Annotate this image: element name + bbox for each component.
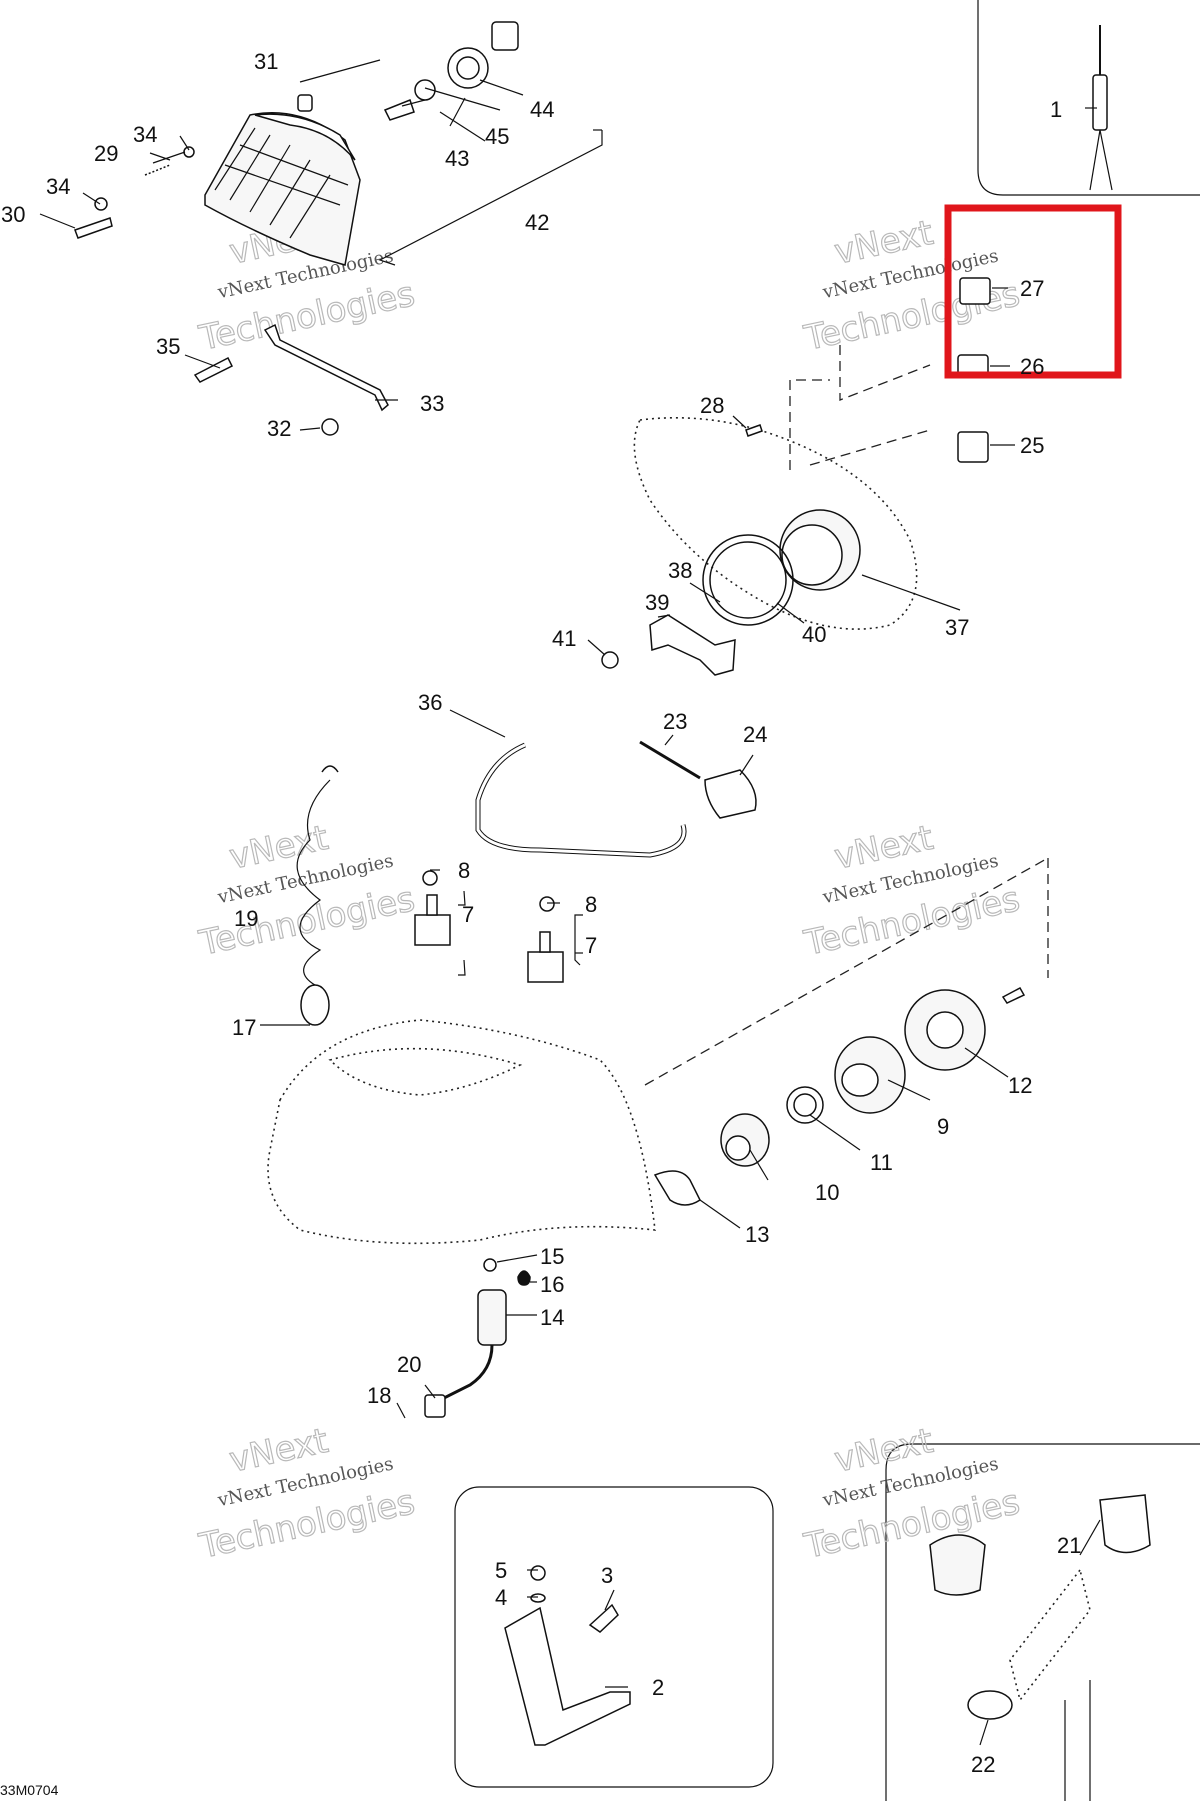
callout-3: 3 (601, 1563, 613, 1588)
callout-36: 36 (418, 690, 442, 715)
callout-40: 40 (802, 622, 826, 647)
toggle-switch-right (527, 896, 564, 983)
callout-33: 33 (420, 391, 444, 416)
callout-30: 30 (1, 202, 25, 227)
headlight-bracket (263, 323, 389, 412)
callout-28: 28 (700, 393, 724, 418)
callout-21: 21 (1057, 1533, 1081, 1558)
callout-32: 32 (267, 416, 291, 441)
callout-7-upper: 7 (462, 902, 474, 927)
callout-13: 13 (745, 1222, 769, 1247)
mount-bracket-39 (649, 614, 736, 676)
console-housing (267, 1019, 656, 1245)
callout-44: 44 (530, 97, 554, 122)
callout-22: 22 (971, 1752, 995, 1777)
callout-25: 25 (1020, 433, 1044, 458)
callout-26: 26 (1020, 354, 1044, 379)
callout-19: 19 (234, 906, 258, 931)
callout-43: 43 (445, 146, 469, 171)
bracket-inset-frame (454, 1486, 774, 1788)
coiled-tether (296, 779, 331, 986)
callout-35: 35 (156, 334, 180, 359)
callout-9: 9 (937, 1114, 949, 1139)
callout-29: 29 (94, 141, 118, 166)
watermark-mid-left: vNext vNext Technologies Technologies (195, 817, 419, 964)
callout-41: 41 (552, 626, 576, 651)
watermark-bottom-left: vNext vNext Technologies Technologies (195, 1420, 419, 1567)
callout-10: 10 (815, 1180, 839, 1205)
callout-45: 45 (485, 124, 509, 149)
callout-12: 12 (1008, 1073, 1032, 1098)
toggle-switch-left (414, 870, 451, 946)
highlight-box (944, 204, 1122, 379)
leader-lines (39, 59, 1101, 1746)
callout-34-upper: 34 (133, 122, 157, 147)
speedometer-cable (475, 742, 687, 858)
callout-23: 23 (663, 709, 687, 734)
callout-14: 14 (540, 1305, 564, 1330)
callout-8-upper: 8 (458, 858, 470, 883)
callout-39: 39 (645, 590, 669, 615)
callout-7-lower: 7 (585, 933, 597, 958)
mounting-bracket-2 (504, 1606, 631, 1746)
callout-38: 38 (668, 558, 692, 583)
headlight-assembly (204, 21, 519, 266)
callout-37: 37 (945, 615, 969, 640)
drawing-code: 33M0704 (0, 1782, 59, 1798)
ignition-switch-stack (653, 989, 986, 1206)
callout-31: 31 (254, 49, 278, 74)
callout-4: 4 (495, 1585, 507, 1610)
callout-16: 16 (540, 1272, 564, 1297)
callout-17: 17 (232, 1015, 256, 1040)
gauge-body (929, 1534, 986, 1596)
callout-5: 5 (495, 1558, 507, 1583)
gauge-housing (633, 416, 918, 630)
callout-18: 18 (367, 1383, 391, 1408)
callout-1: 1 (1050, 97, 1062, 122)
callout-8-lower: 8 (585, 892, 597, 917)
gauge-inset-frame (885, 1443, 1200, 1801)
callout-2: 2 (652, 1675, 664, 1700)
callout-11: 11 (870, 1150, 893, 1175)
sender-part-14 (477, 1289, 507, 1346)
switch-part-27 (959, 277, 991, 305)
callout-numbers: 1 2 3 4 5 7 7 8 8 9 10 11 12 13 14 15 16… (1, 49, 1081, 1777)
antenna-inset-frame (977, 0, 1200, 196)
callout-27: 27 (1020, 276, 1044, 301)
callout-15: 15 (540, 1244, 564, 1269)
watermark-bottom-right: vNext vNext Technologies Technologies (800, 1420, 1024, 1567)
switch-part-25 (957, 431, 989, 463)
callout-42: 42 (525, 210, 549, 235)
callout-20: 20 (397, 1352, 421, 1377)
callout-34-lower: 34 (46, 174, 70, 199)
fitting-part-24 (704, 769, 757, 819)
callout-24: 24 (743, 722, 767, 747)
